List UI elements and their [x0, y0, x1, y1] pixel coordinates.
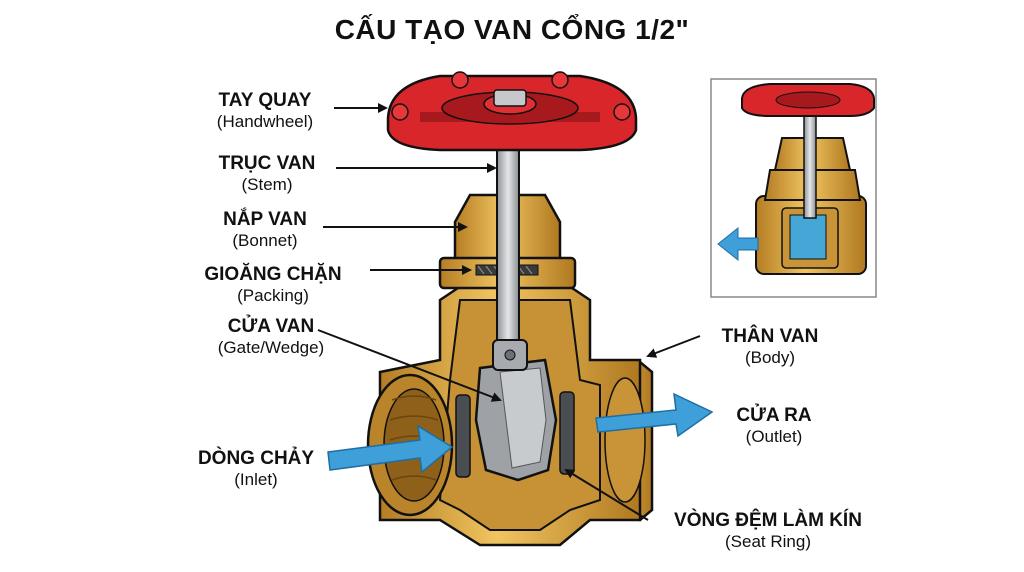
label-gate: CỬA VAN (Gate/Wedge)	[196, 316, 346, 357]
label-bonnet: NẮP VAN (Bonnet)	[210, 209, 320, 250]
label-stem: TRỤC VAN (Stem)	[203, 153, 331, 194]
inset-flow-arrow-icon	[717, 226, 759, 262]
label-inlet-vi: DÒNG CHẢY	[197, 448, 315, 469]
label-body: THÂN VAN (Body)	[700, 326, 840, 367]
label-bonnet-en: (Bonnet)	[232, 230, 298, 250]
label-handwheel-vi: TAY QUAY	[218, 90, 312, 111]
inlet-flow-arrow-icon	[327, 424, 454, 474]
inset-panel	[710, 78, 877, 298]
label-body-vi: THÂN VAN	[721, 326, 819, 347]
outlet-flow-arrow-icon	[595, 392, 714, 438]
label-packing: GIOĂNG CHẶN (Packing)	[180, 264, 366, 305]
gate-shape	[474, 339, 558, 482]
label-handwheel-en: (Handwheel)	[216, 111, 314, 131]
label-gate-vi: CỬA VAN	[227, 316, 315, 337]
label-seat-ring-en: (Seat Ring)	[725, 531, 811, 551]
handwheel-shape	[386, 71, 638, 152]
label-inlet: DÒNG CHẢY (Inlet)	[186, 448, 326, 489]
label-stem-en: (Stem)	[241, 174, 293, 194]
label-outlet-en: (Outlet)	[745, 426, 803, 446]
label-seat-ring-vi: VÒNG ĐỆM LÀM KÍN	[674, 510, 862, 531]
label-outlet-vi: CỬA RA	[736, 405, 812, 426]
label-packing-en: (Packing)	[237, 285, 309, 305]
label-packing-vi: GIOĂNG CHẶN	[204, 264, 342, 285]
stem-shape	[496, 129, 520, 351]
label-handwheel: TAY QUAY (Handwheel)	[198, 90, 332, 131]
label-inlet-en: (Inlet)	[234, 469, 278, 489]
label-gate-en: (Gate/Wedge)	[217, 337, 325, 357]
page-title: CẤU TẠO VAN CỔNG 1/2"	[334, 14, 690, 45]
label-bonnet-vi: NẮP VAN	[223, 209, 307, 230]
leader-lines	[317, 103, 701, 521]
label-outlet: CỬA RA (Outlet)	[712, 405, 836, 446]
label-seat-ring: VÒNG ĐỆM LÀM KÍN (Seat Ring)	[650, 510, 886, 551]
label-body-en: (Body)	[744, 347, 796, 367]
label-stem-vi: TRỤC VAN	[218, 153, 316, 174]
